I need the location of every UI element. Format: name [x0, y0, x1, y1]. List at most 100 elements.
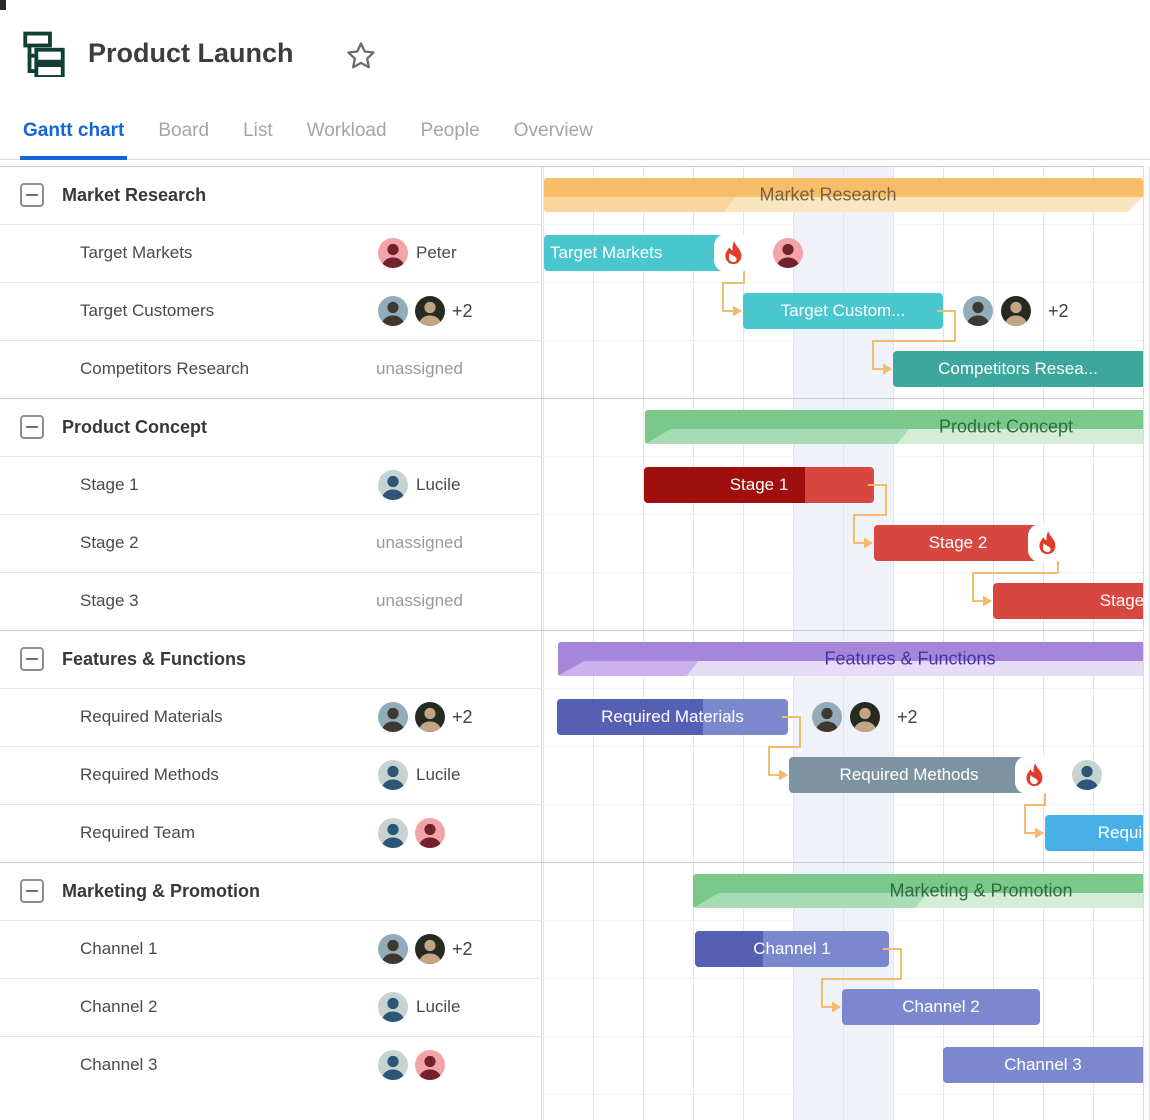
group-row-label: Marketing & Promotion [62, 881, 261, 901]
task-bar-channel-1[interactable]: Channel 1 [695, 931, 889, 967]
assignee-avatar [378, 992, 408, 1022]
tab-board[interactable]: Board [158, 120, 210, 141]
chart-row-line [543, 456, 1143, 457]
summary-bar-label: Product Concept [938, 416, 1074, 437]
deadline-flame-icon [1028, 524, 1066, 562]
star-favorite-icon[interactable] [345, 40, 377, 72]
table-row-line [0, 978, 541, 979]
table-row-line [0, 340, 541, 341]
task-row-label: Required Methods [80, 765, 219, 784]
screen-corner-artifact [0, 0, 6, 10]
assignee-cell[interactable]: unassigned [0, 572, 541, 630]
table-chart-splitter[interactable] [541, 166, 542, 1120]
group-row-market-research[interactable]: Market Research [0, 166, 541, 224]
summary-bar-product-concept[interactable]: Product Concept [645, 410, 1143, 444]
assignee-cell[interactable]: unassigned [0, 340, 541, 398]
collapse-group-button[interactable] [20, 415, 44, 439]
task-row-label: Required Materials [80, 707, 223, 726]
table-row-line [0, 514, 541, 515]
assignee-cell[interactable]: Lucile [0, 456, 541, 514]
assignee-cell[interactable]: +2 [0, 920, 541, 978]
task-bar-required-methods[interactable]: Required Methods [789, 757, 1029, 793]
grid-line [543, 166, 544, 1120]
chart-row-line [543, 804, 1143, 805]
assignee-cell[interactable]: +2 [0, 688, 541, 746]
summary-bar-features-functions[interactable]: Features & Functions [558, 642, 1143, 676]
task-bar-stage-1[interactable]: Stage 1 [644, 467, 874, 503]
tab-overview[interactable]: Overview [513, 120, 593, 141]
assignee-cell[interactable] [0, 1036, 541, 1094]
summary-bar-marketing-promotion[interactable]: Marketing & Promotion [693, 874, 1143, 908]
collapse-group-button[interactable] [20, 647, 44, 671]
assignee-avatar [378, 760, 408, 790]
task-bar-label: Stage 1 [729, 475, 789, 494]
assignee-avatar [378, 818, 408, 848]
collapse-group-button[interactable] [20, 879, 44, 903]
task-bar-target-markets[interactable]: Target Markets [544, 235, 728, 271]
task-bar-required-materials[interactable]: Required Materials [557, 699, 788, 735]
task-bar-label: Competitors Resea... [938, 359, 1098, 378]
assignee-cell[interactable]: +2 [0, 282, 541, 340]
table-row-line [0, 1036, 541, 1037]
task-bar-target-customers[interactable]: Target Custom... [743, 293, 943, 329]
tab-people[interactable]: People [420, 120, 480, 141]
task-bar-label: Channel 3 [1004, 1055, 1082, 1074]
table-row-line [0, 282, 541, 283]
task-row-target-customers[interactable]: Target Customers+2 [0, 282, 541, 340]
vertical-scrollbar-track[interactable] [1143, 166, 1150, 1120]
summary-bar-market-research[interactable]: Market Research [544, 178, 1143, 212]
assignee-unassigned-label: unassigned [376, 591, 463, 610]
summary-bar-label: Features & Functions [824, 648, 996, 669]
group-row-product-concept[interactable]: Product Concept [0, 398, 541, 456]
task-bar-required-team[interactable]: Requi [1045, 815, 1143, 851]
assignee-cell[interactable]: unassigned [0, 514, 541, 572]
group-row-marketing-promotion[interactable]: Marketing & Promotion [0, 862, 541, 920]
task-row-required-materials[interactable]: Required Materials+2 [0, 688, 541, 746]
task-row-channel-3[interactable]: Channel 3 [0, 1036, 541, 1094]
task-bar-label: Channel 2 [902, 997, 980, 1016]
collapse-group-button[interactable] [20, 183, 44, 207]
page-title: Product Launch [88, 38, 294, 68]
deadline-flame-icon [714, 234, 752, 272]
task-bar-competitors-research[interactable]: Competitors Resea... [893, 351, 1143, 387]
group-row-features-functions[interactable]: Features & Functions [0, 630, 541, 688]
view-tabs: Gantt chart Board List Workload People Overvi… [0, 100, 1150, 160]
task-bar-label: Stage [1099, 591, 1143, 610]
deadline-flame-icon [1015, 756, 1053, 794]
task-bar-stage-2[interactable]: Stage 2 [874, 525, 1042, 561]
section-divider [0, 398, 1143, 399]
bar-assignee-avatar [850, 702, 880, 732]
task-bar-channel-3[interactable]: Channel 3 [943, 1047, 1143, 1083]
assignee-avatar [415, 296, 445, 326]
task-row-channel-1[interactable]: Channel 1+2 [0, 920, 541, 978]
tab-list[interactable]: List [243, 120, 273, 141]
tab-workload[interactable]: Workload [306, 120, 387, 141]
bar-assignee-avatar [1072, 760, 1102, 790]
assignee-avatar [378, 1050, 408, 1080]
chart-row-line [543, 340, 1143, 341]
section-divider [0, 862, 1143, 863]
task-row-label: Required Team [80, 823, 195, 842]
tab-gantt-chart[interactable]: Gantt chart [19, 120, 128, 160]
assignee-cell[interactable] [0, 804, 541, 862]
task-bar-channel-2[interactable]: Channel 2 [842, 989, 1040, 1025]
task-row-label: Competitors Research [80, 359, 250, 378]
task-bar-label: Required Methods [839, 765, 979, 784]
assignee-overflow-count: +2 [452, 939, 473, 959]
assignee-cell[interactable]: Lucile [0, 978, 541, 1036]
task-row-label: Stage 3 [80, 591, 139, 610]
task-bar-stage-3[interactable]: Stage [993, 583, 1143, 619]
chart-row-line [543, 514, 1143, 515]
task-row-required-team[interactable]: Required Team [0, 804, 541, 862]
assignee-cell[interactable]: Peter [0, 224, 541, 282]
task-row-stage-3[interactable]: Stage 3 unassigned [0, 572, 541, 630]
assignee-avatar [415, 1050, 445, 1080]
assignee-cell[interactable]: Lucile [0, 746, 541, 804]
table-row-line [0, 920, 541, 921]
